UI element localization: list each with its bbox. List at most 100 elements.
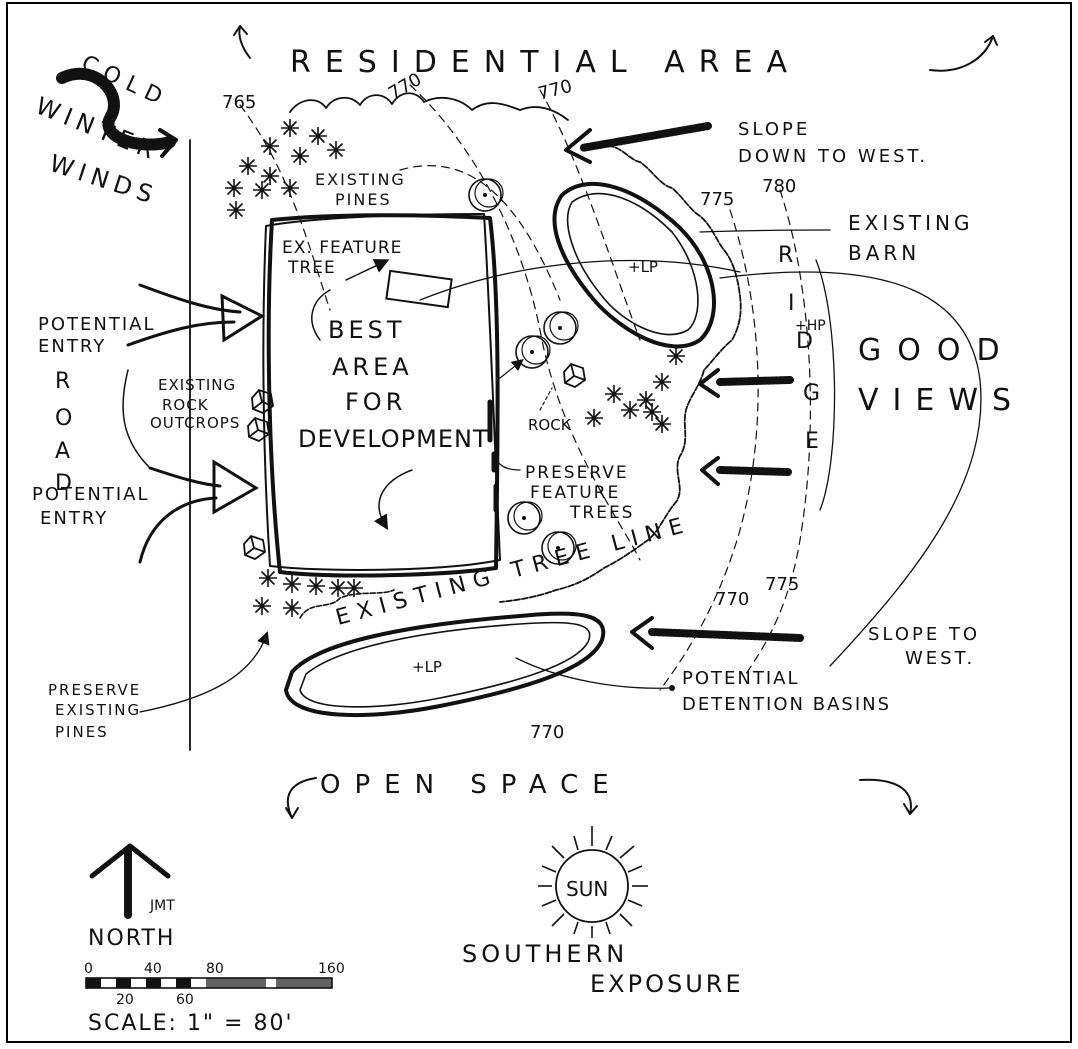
rock-label: OUTCROPS — [150, 414, 240, 432]
ridge-letter: G — [803, 381, 820, 406]
feature-tree-label: EX. FEATURE — [282, 238, 402, 258]
existing-barn-label: EXISTING — [848, 211, 974, 235]
existing-pines-label: EXISTING — [315, 170, 406, 189]
curved-arrow-icon — [233, 25, 251, 59]
contour-label: 765 — [222, 92, 256, 113]
lp-label: +LP — [412, 658, 442, 676]
preserve-pines-label: PINES — [55, 723, 109, 741]
good-views-label: VIEWS — [858, 383, 1025, 418]
development-area-outline — [266, 213, 500, 578]
existing-barn-label: BARN — [848, 241, 920, 265]
road-letter: A — [55, 439, 70, 464]
entry-label: ENTRY — [40, 508, 108, 529]
views-leader-line — [719, 271, 982, 667]
preserve-pines-label: PRESERVE — [48, 681, 141, 699]
sun-icon — [538, 826, 648, 938]
best-area-label: FOR — [345, 388, 406, 416]
barn-leader-line — [419, 259, 741, 301]
sun-caption: EXPOSURE — [590, 970, 744, 998]
north-label: NORTH — [88, 926, 175, 951]
entry-label: ENTRY — [38, 336, 106, 357]
slope-arrow-icon — [648, 628, 804, 642]
barn-leader-line — [699, 229, 831, 233]
existing-pines-label: PINES — [335, 190, 392, 209]
diagram-frame — [6, 2, 1072, 1043]
sun-label: SUN — [566, 877, 608, 901]
curved-arrow-icon — [859, 778, 918, 815]
best-area-label: AREA — [332, 353, 413, 381]
slope-arrow-icon — [716, 466, 792, 476]
ridge-letter: E — [805, 429, 819, 454]
contour-label: 775 — [765, 574, 799, 595]
tree-icon — [515, 335, 551, 369]
road-letter: O — [55, 406, 72, 431]
scale-label: SCALE: 1" = 80' — [88, 1011, 294, 1036]
entry-arrow-icon — [212, 459, 259, 515]
scale-tick: 0 — [84, 961, 93, 977]
preserve-trees-label: PRESERVE — [525, 463, 629, 483]
tree-icon — [543, 311, 579, 345]
rock-icon — [247, 417, 270, 442]
wind-arrow-icon — [56, 67, 176, 151]
slope-label: SLOPE — [738, 119, 810, 140]
detention-basin — [284, 611, 606, 718]
residential-area-label: RESIDENTIAL AREA — [290, 45, 801, 80]
contour-label: 775 — [700, 189, 734, 210]
contour-label: 770 — [715, 589, 749, 610]
rock-icon — [563, 363, 586, 388]
pine-cluster-icon — [224, 118, 346, 220]
contour-label: 770 — [530, 722, 564, 743]
entry-arrow-icon — [220, 293, 266, 343]
existing-tree-line — [499, 145, 742, 603]
wind-arrowhead-icon — [158, 128, 178, 158]
slope-west-label: WEST. — [905, 648, 975, 669]
detention-label: DETENTION BASINS — [682, 694, 891, 715]
contour-label: 770 — [536, 76, 575, 105]
rock-icon — [243, 535, 266, 560]
ridge-letter: D — [796, 329, 813, 354]
road-letter: D — [55, 471, 72, 496]
tree-icon — [468, 178, 504, 212]
detention-label: POTENTIAL — [682, 668, 800, 689]
tree-icon — [507, 501, 543, 535]
feature-tree-box — [385, 269, 453, 309]
slope-arrow-icon — [716, 376, 794, 386]
residential-edge-scallop — [289, 92, 569, 121]
initials-label: JMT — [149, 898, 175, 914]
scale-tick: 80 — [206, 961, 224, 977]
rock-label: EXISTING — [158, 376, 236, 394]
entry-label: POTENTIAL — [38, 314, 156, 335]
curved-arrow-icon — [285, 777, 317, 819]
road-letter: R — [55, 369, 70, 394]
entry-label: POTENTIAL — [32, 484, 150, 505]
open-space-label: OPEN SPACE — [320, 770, 623, 800]
sun-caption: SOUTHERN — [462, 940, 628, 968]
scale-tick: 40 — [144, 961, 162, 977]
best-area-label: BEST — [328, 316, 406, 344]
slope-label: DOWN TO WEST. — [738, 146, 928, 167]
curved-arrow-icon — [929, 35, 998, 72]
preserve-pines-label: EXISTING — [55, 701, 141, 719]
scale-tick: 20 — [116, 992, 134, 1008]
slope-arrow-icon — [578, 122, 712, 152]
good-views-label: GOOD — [858, 333, 1016, 368]
best-area-label: DEVELOPMENT — [298, 425, 489, 453]
north-arrow-icon — [89, 843, 171, 919]
pine-cluster-icon — [584, 346, 686, 434]
preserve-trees-label: FEATURE — [530, 483, 620, 503]
existing-barn-basin — [552, 181, 716, 349]
scale-tick: 60 — [176, 992, 194, 1008]
lp-label: +LP — [628, 258, 658, 276]
ridge-letter: I — [788, 291, 795, 316]
scale-bar — [85, 977, 333, 989]
feature-tree-label: TREE — [287, 258, 336, 278]
rock-label: ROCK — [528, 416, 572, 434]
hp-label: +HP — [795, 318, 826, 334]
ridge-letter: R — [778, 243, 793, 268]
contour-label: 780 — [762, 176, 796, 197]
scale-tick: 160 — [318, 961, 345, 977]
rock-label: ROCK — [162, 396, 209, 414]
slope-west-label: SLOPE TO — [868, 624, 980, 645]
preserve-trees-label: TREES — [569, 503, 634, 523]
